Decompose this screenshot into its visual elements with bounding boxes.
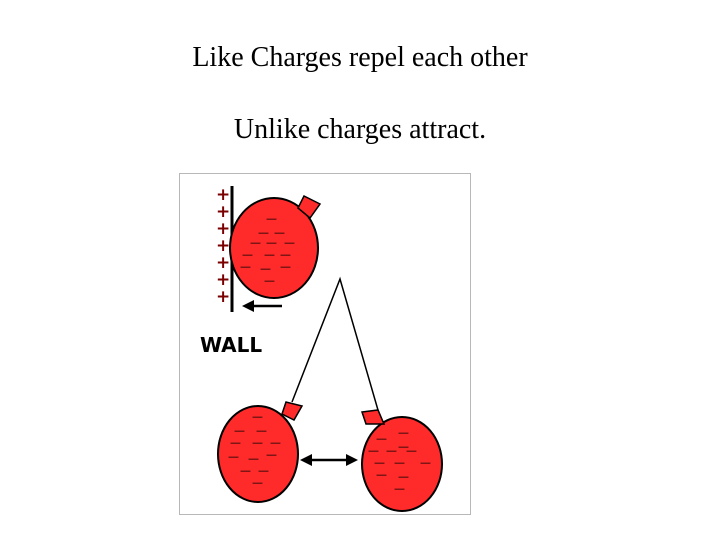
- double-arrow-icon: [300, 454, 358, 466]
- diagram-canvas: +++++++ WALL ————————————— ———————————— …: [180, 174, 472, 516]
- minus-charge: —: [406, 444, 417, 457]
- minus-charge: —: [394, 482, 405, 495]
- minus-charge: —: [240, 464, 251, 477]
- wall-plus-signs: +++++++: [216, 185, 230, 307]
- minus-charge: —: [252, 410, 263, 423]
- minus-charge: —: [240, 260, 251, 273]
- balloon-static-diagram: +++++++ WALL ————————————— ———————————— …: [179, 173, 471, 515]
- minus-charge: —: [376, 468, 387, 481]
- minus-charge: —: [398, 426, 409, 439]
- minus-charge: —: [252, 436, 263, 449]
- minus-charge: —: [266, 212, 277, 225]
- minus-charge: —: [230, 436, 241, 449]
- minus-charge: —: [228, 450, 239, 463]
- minus-charge: —: [280, 260, 291, 273]
- heading-unlike-charges: Unlike charges attract.: [0, 114, 720, 146]
- balloon-string: [292, 279, 380, 417]
- heading-like-charges: Like Charges repel each other: [0, 42, 720, 74]
- minus-charge: —: [252, 476, 263, 489]
- minus-charge: —: [264, 274, 275, 287]
- minus-charge: —: [394, 456, 405, 469]
- plus-charge: +: [216, 287, 230, 307]
- wall-label: WALL: [200, 333, 262, 357]
- minus-charge: —: [420, 456, 431, 469]
- minus-charge: —: [266, 448, 277, 461]
- minus-charge: —: [264, 248, 275, 261]
- arrow-icon: [242, 300, 282, 312]
